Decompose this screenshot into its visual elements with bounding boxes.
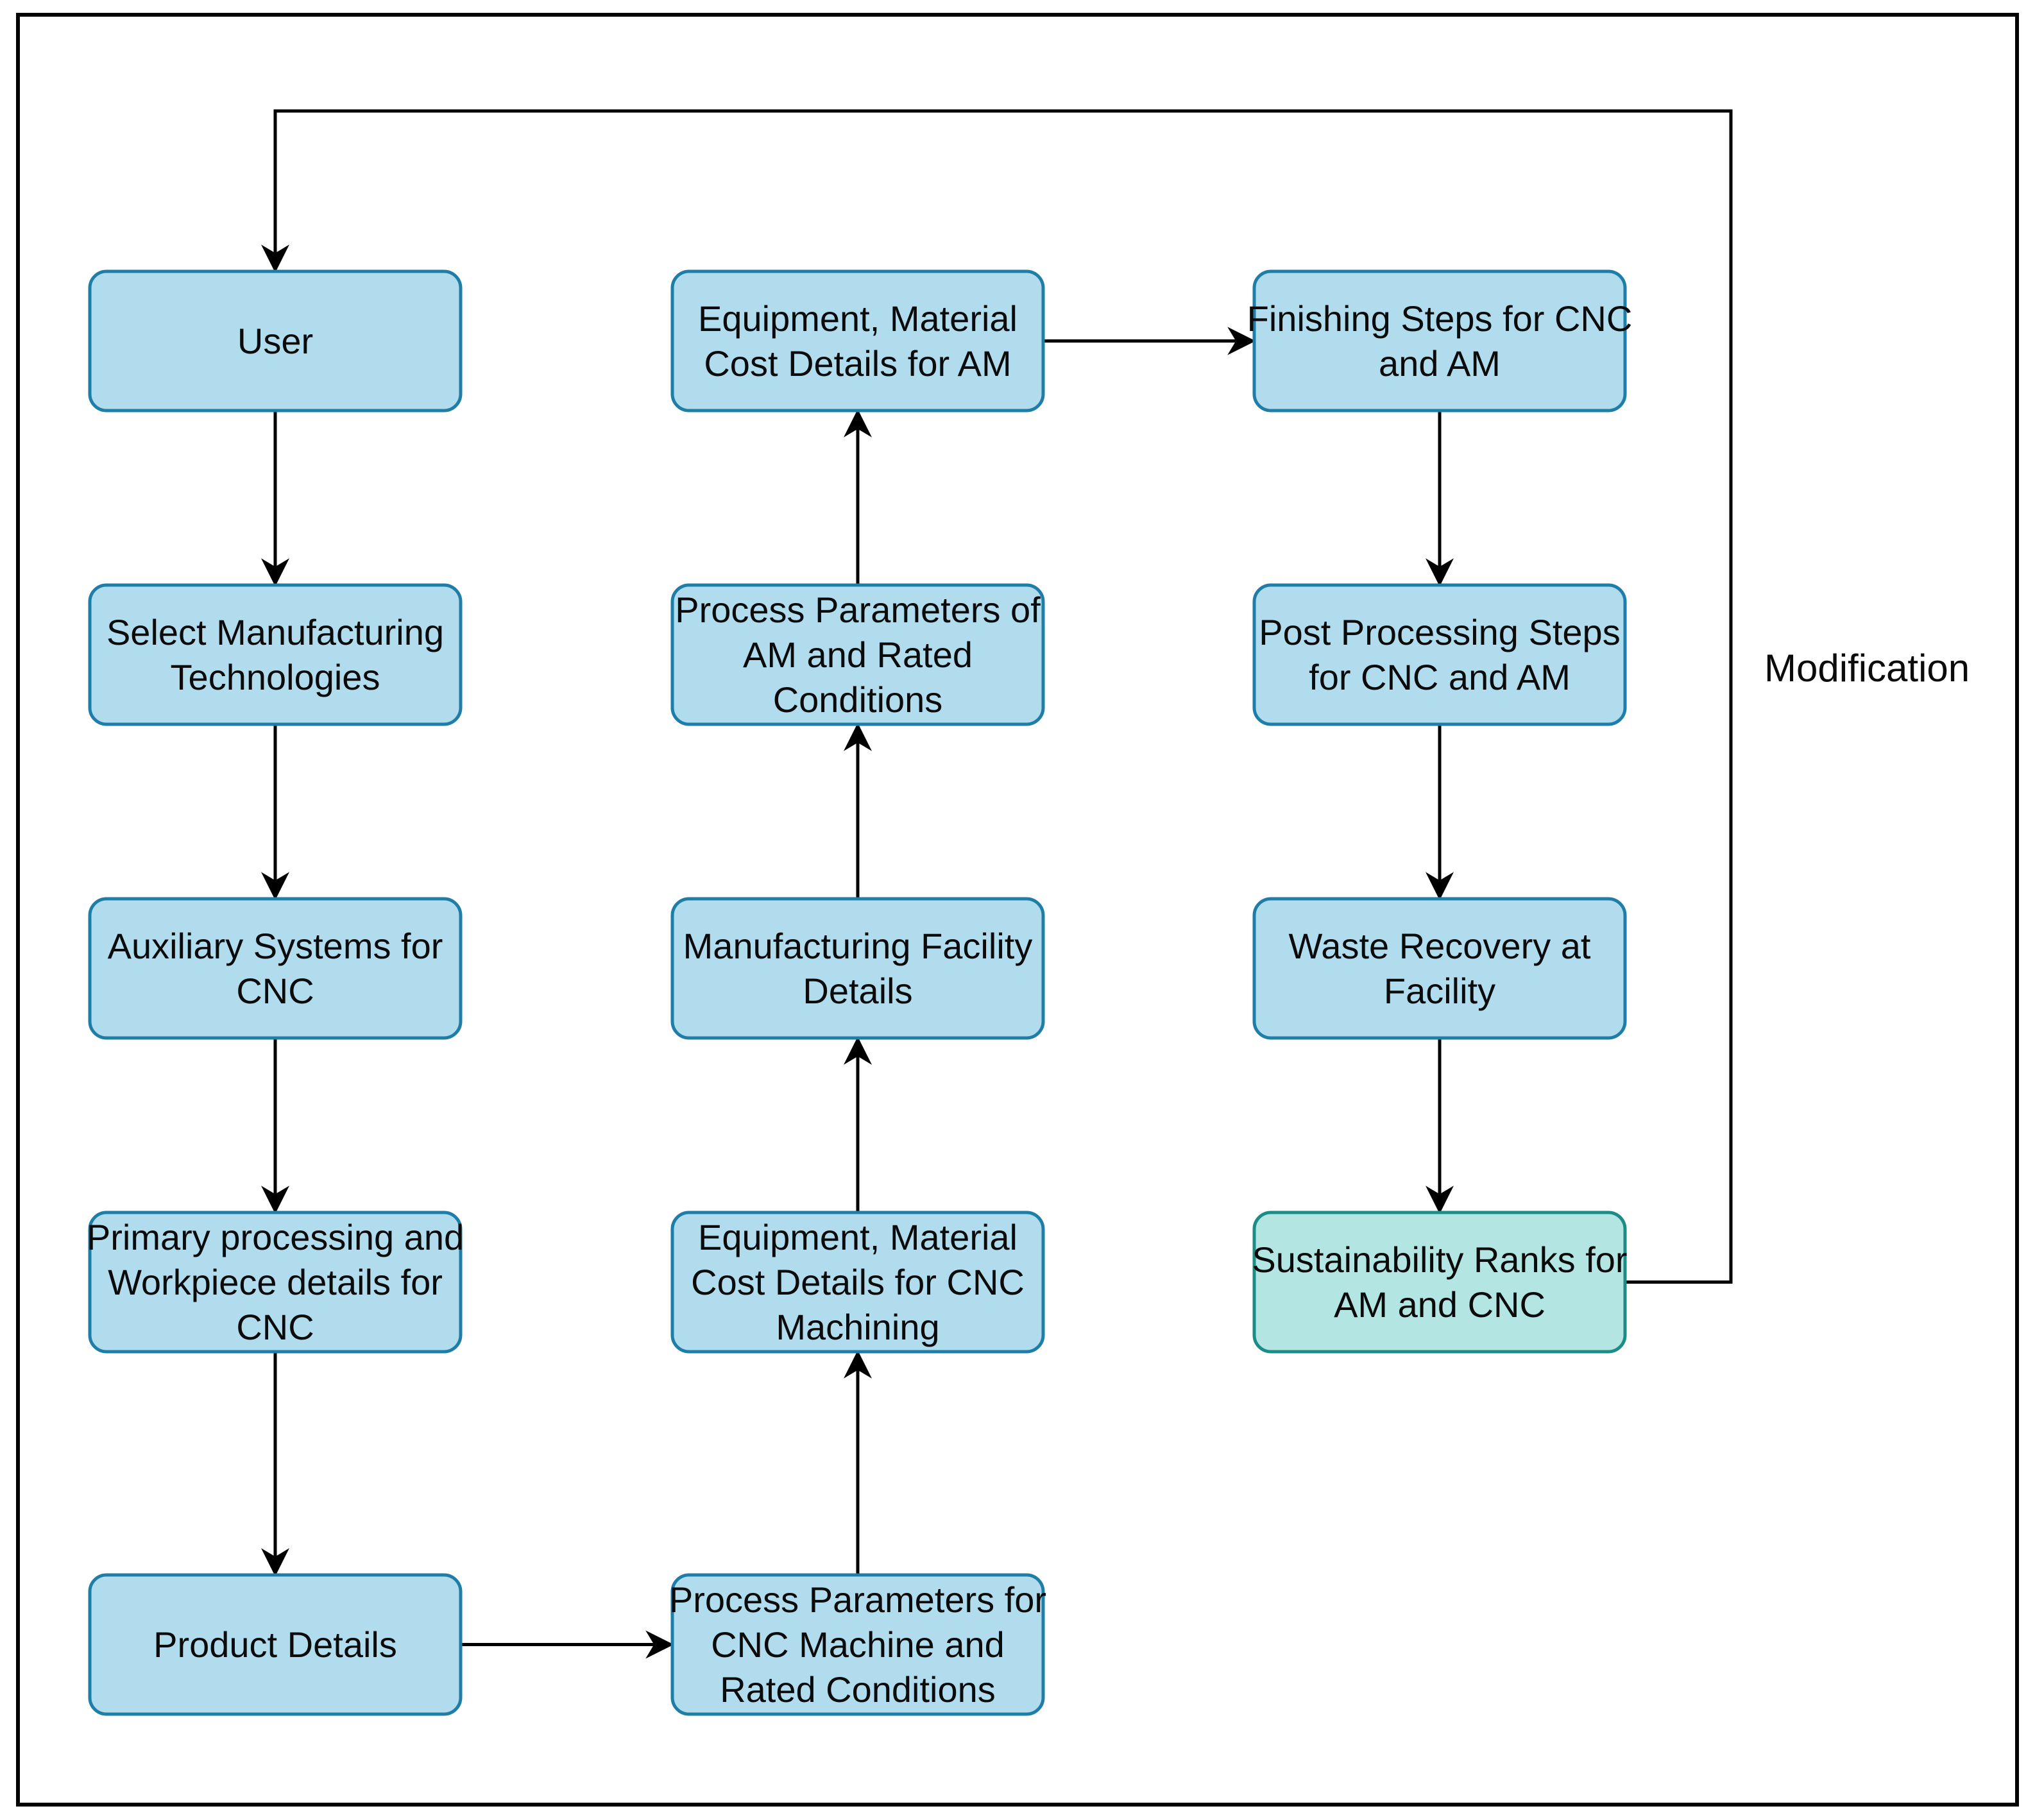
node-label: Machining — [776, 1307, 939, 1347]
node-label: Finishing Steps for CNC — [1247, 298, 1633, 339]
node-label: AM and CNC — [1334, 1284, 1545, 1325]
node-label: Process Parameters for — [669, 1579, 1046, 1620]
node-box — [1252, 269, 1627, 412]
node-label: Select Manufacturing — [106, 612, 444, 652]
node-label: Auxiliary Systems for — [108, 926, 443, 966]
node-box — [88, 1573, 463, 1716]
node-label: Details — [803, 971, 912, 1011]
node-label: Cost Details for CNC — [691, 1262, 1025, 1302]
edge-ranks-to-user — [261, 109, 1733, 1284]
node-label: Workpiece details for — [108, 1262, 443, 1302]
node-label: for CNC and AM — [1309, 657, 1571, 697]
node-box — [1252, 1211, 1627, 1354]
outer-frame — [16, 13, 2019, 1807]
node-box — [88, 1211, 463, 1354]
node-label: CNC — [236, 971, 314, 1011]
node-label: Post Processing Steps — [1259, 612, 1620, 652]
node-box — [670, 1211, 1045, 1354]
node-label: Sustainability Ranks for — [1252, 1239, 1627, 1280]
node-label: Rated Conditions — [720, 1669, 996, 1710]
node-label: Process Parameters of — [675, 590, 1041, 630]
node-user: User — [88, 269, 463, 412]
node-label: Manufacturing Facility — [683, 926, 1033, 966]
node-box — [88, 269, 463, 412]
node-label: AM and Rated — [743, 634, 973, 675]
edges-layer — [261, 109, 1733, 1659]
modification-label: Modification — [1764, 647, 1970, 690]
node-product: Product Details — [88, 1573, 463, 1716]
node-box — [670, 269, 1045, 412]
node-label: Primary processing and — [87, 1217, 464, 1257]
node-box — [1252, 897, 1627, 1040]
node-label: Equipment, Material — [698, 1217, 1018, 1257]
node-label: Technologies — [171, 657, 380, 697]
node-label: Equipment, Material — [698, 298, 1018, 339]
node-box — [670, 897, 1045, 1040]
node-label: Cost Details for AM — [704, 343, 1011, 384]
node-box — [670, 583, 1045, 726]
node-post: Post Processing Steps for CNC and AM — [1252, 583, 1627, 726]
node-box — [88, 583, 463, 726]
node-label: Product Details — [153, 1624, 397, 1665]
node-label: CNC — [236, 1307, 314, 1347]
node-waste: Waste Recovery at Facility — [1252, 897, 1627, 1040]
node-label: CNC Machine and — [711, 1624, 1005, 1665]
node-box — [670, 1573, 1045, 1716]
node-label: Facility — [1384, 971, 1495, 1011]
node-box — [88, 897, 463, 1040]
node-label: User — [237, 321, 313, 361]
node-label: and AM — [1379, 343, 1501, 384]
node-box — [1252, 583, 1627, 726]
node-label: Conditions — [773, 679, 943, 720]
node-label: Waste Recovery at — [1289, 926, 1591, 966]
